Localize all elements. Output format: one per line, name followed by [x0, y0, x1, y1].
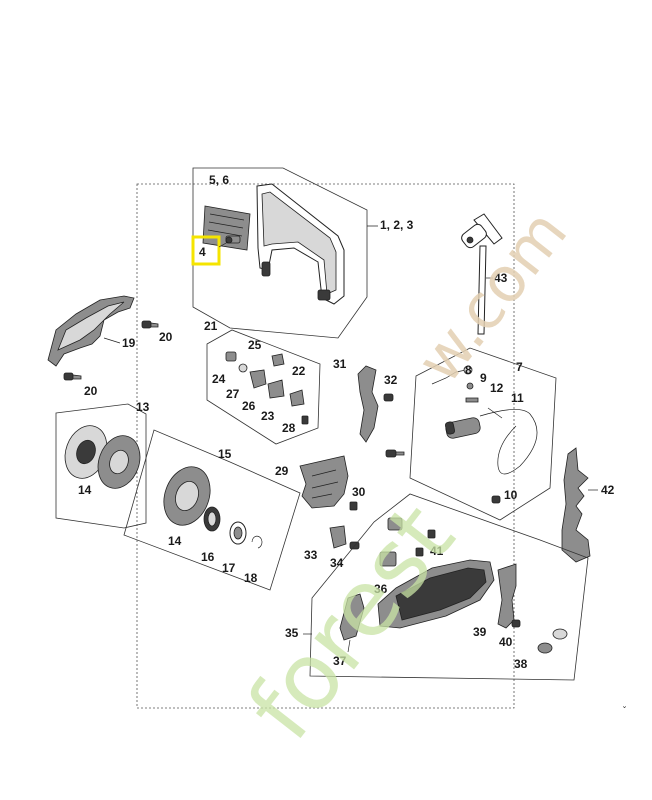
label-22[interactable]: 22 [292, 364, 306, 378]
group-sprocket-cover-35: 35 35 36 41 37 39 40 [285, 493, 589, 681]
label-41[interactable]: 41 [430, 544, 444, 558]
label-21[interactable]: 21 [204, 319, 218, 333]
spring-8-part[interactable]: 8 [431, 363, 473, 385]
label-16[interactable]: 16 [201, 550, 215, 564]
highlight-box-part-4[interactable] [191, 235, 221, 266]
guide-plate-29-part[interactable]: 29 [275, 455, 349, 509]
decal-plate-part[interactable] [202, 205, 251, 251]
washer-17-part[interactable]: 17 [222, 521, 247, 575]
clip-top-part[interactable] [387, 517, 403, 531]
label-24[interactable]: 24 [212, 372, 226, 386]
nut-slot-36-part[interactable]: 36 [374, 551, 397, 596]
label-13[interactable]: 13 [136, 400, 150, 414]
label-32[interactable]: 32 [384, 373, 398, 387]
label-42[interactable]: 42 [601, 483, 615, 497]
strip-37-part[interactable]: 37 [333, 593, 365, 668]
label-40[interactable]: 40 [499, 635, 513, 649]
screw-10-part[interactable]: 10 [491, 488, 518, 504]
washer-24-part[interactable]: 24 [212, 363, 248, 386]
label-8[interactable]: 8 [465, 363, 472, 377]
combination-wrench-part[interactable]: 43 [460, 213, 508, 335]
label-14-left[interactable]: 14 [78, 483, 92, 497]
nut-25-part[interactable]: 25 [225, 338, 262, 362]
bolt-40-part[interactable]: 40 [499, 619, 521, 649]
clutch-drum-14-part[interactable]: 14 [156, 460, 218, 548]
nut-38-part[interactable]: 38 [514, 628, 568, 671]
label-20-upper[interactable]: 20 [159, 330, 173, 344]
label-30[interactable]: 30 [352, 485, 366, 499]
pin-9-part[interactable]: 9 [466, 371, 487, 390]
group-clutch-15: 15 14 16 17 18 [123, 429, 301, 591]
bracket-33-part[interactable]: 33 [304, 525, 347, 562]
label-5-6[interactable]: 5, 6 [209, 173, 229, 187]
label-17[interactable]: 17 [222, 561, 236, 575]
felling-dog-42-part[interactable]: 42 [561, 447, 615, 563]
needle-cage-16-part[interactable]: 16 [201, 506, 221, 564]
label-28[interactable]: 28 [282, 421, 296, 435]
sprocket-cover-part[interactable]: 35 [377, 559, 495, 629]
screw-mid-part[interactable] [385, 449, 405, 458]
label-18[interactable]: 18 [244, 571, 258, 585]
label-15[interactable]: 15 [218, 447, 232, 461]
label-10[interactable]: 10 [504, 488, 518, 502]
screw-20-upper[interactable]: 20 [141, 320, 173, 344]
spring-pin-part[interactable] [225, 235, 241, 244]
e-clip-18-part[interactable]: 18 [244, 535, 263, 585]
label-26[interactable]: 26 [242, 399, 256, 413]
label-14-center[interactable]: 14 [168, 534, 182, 548]
pin-12-part[interactable]: 12 [465, 381, 504, 403]
plate-23-part[interactable]: 23 [261, 389, 305, 423]
bumper-spike-part[interactable]: 19 [47, 295, 136, 367]
label-34[interactable]: 34 [330, 556, 344, 570]
bracket-27-part[interactable]: 27 [226, 369, 267, 401]
label-31[interactable]: 31 [333, 357, 347, 371]
screw-20-lower[interactable]: 20 [63, 372, 98, 398]
label-37[interactable]: 37 [333, 654, 347, 668]
tension-knob-part[interactable] [444, 417, 482, 440]
label-27[interactable]: 27 [226, 387, 240, 401]
label-33[interactable]: 33 [304, 548, 318, 562]
label-4[interactable]: 4 [199, 245, 206, 259]
label-25[interactable]: 25 [248, 338, 262, 352]
label-29[interactable]: 29 [275, 464, 289, 478]
bracket-26-part[interactable]: 26 [242, 379, 285, 413]
label-9[interactable]: 9 [480, 371, 487, 385]
sprocket-part[interactable] [91, 430, 147, 494]
label-23[interactable]: 23 [261, 409, 275, 423]
label-7[interactable]: 7 [516, 360, 523, 374]
screw-32-part[interactable]: 32 [383, 373, 398, 402]
group-sprocket-13: 13 14 [55, 400, 150, 529]
label-39[interactable]: 39 [473, 625, 487, 639]
clip-22-part[interactable]: 22 [271, 353, 306, 378]
chain-catcher-31-part[interactable]: 31 [333, 357, 379, 443]
group-hardware-21: 21 25 24 22 27 26 23 28 [204, 319, 321, 445]
cable-11-part[interactable]: 11 [479, 391, 538, 475]
label-35[interactable]: 35 [285, 626, 299, 640]
corner-mark: ˇ [622, 705, 627, 717]
clutch-drum-part[interactable] [58, 420, 114, 484]
screw-28-part[interactable]: 28 [282, 415, 309, 435]
group-tensioner-7: 7 8 9 12 11 10 [409, 347, 557, 521]
screw-30-part[interactable]: 30 [349, 485, 366, 511]
bar-plate-39-part[interactable]: 39 [473, 563, 517, 639]
label-19[interactable]: 19 [122, 336, 136, 350]
label-20-lower[interactable]: 20 [84, 384, 98, 398]
label-36[interactable]: 36 [374, 582, 388, 596]
screw-41-part[interactable]: 41 [415, 529, 444, 558]
label-12[interactable]: 12 [490, 381, 504, 395]
label-43[interactable]: 43 [494, 271, 508, 285]
group-chain-brake: 4 5, 6 1, 2, 3 [191, 167, 414, 339]
label-11[interactable]: 11 [511, 391, 524, 405]
label-1-2-3[interactable]: 1, 2, 3 [380, 218, 414, 232]
brake-handle-part[interactable] [256, 183, 345, 305]
label-38[interactable]: 38 [514, 657, 528, 671]
watermark-main: forest [227, 485, 475, 760]
